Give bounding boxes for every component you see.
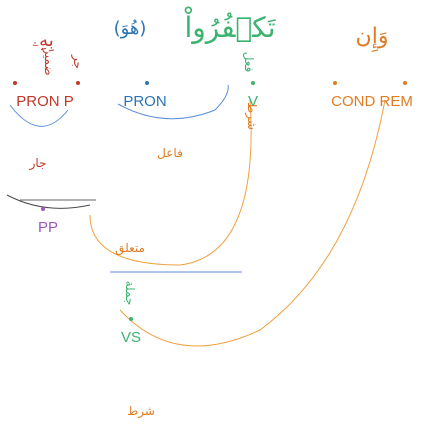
vertical-label-fil: فعل: [242, 51, 256, 73]
word-bihi: بِهِۦ: [32, 30, 54, 51]
phrase-pp: PP: [37, 219, 59, 236]
dot-vs: [129, 317, 133, 321]
phrase-vs: VS: [120, 329, 142, 346]
tag-v: V: [247, 93, 259, 110]
edge-label-shart: شرط: [127, 404, 155, 418]
word-takfuru: تَكۡفُرُواْ: [184, 11, 276, 44]
dot-cond: [333, 81, 337, 85]
arc-pp-attach: [6, 194, 91, 209]
edge-label-mutaalliq: متعلق: [115, 241, 145, 255]
tag-pron: PRON: [123, 93, 167, 110]
vertical-label-damir: ضمير: [42, 48, 56, 76]
word-huwa: (هُوَ): [113, 18, 147, 39]
dot-pron-2: [145, 81, 149, 85]
vertical-label-shart: شرط: [245, 102, 259, 130]
dot-v: [251, 81, 255, 85]
vertical-label-jumla: جملة: [123, 280, 137, 306]
arc-mutaalliq: [89, 99, 252, 266]
dot-p: [76, 81, 80, 85]
arc-shart: [119, 99, 386, 347]
word-wain: وَإِن: [355, 24, 389, 49]
tag-pron-p: PRON P: [16, 93, 74, 110]
dot-pp: [41, 207, 45, 211]
arc-fael: [117, 84, 229, 120]
vertical-label-jarr: جر: [71, 54, 85, 70]
edge-label-fael: فاعل: [157, 146, 183, 160]
edge-label-jar: جار: [29, 156, 47, 170]
dot-rem: [403, 81, 407, 85]
dot-pron-1: [13, 81, 17, 85]
tag-cond-rem: COND REM: [331, 93, 413, 110]
arc-jar: [9, 104, 69, 127]
